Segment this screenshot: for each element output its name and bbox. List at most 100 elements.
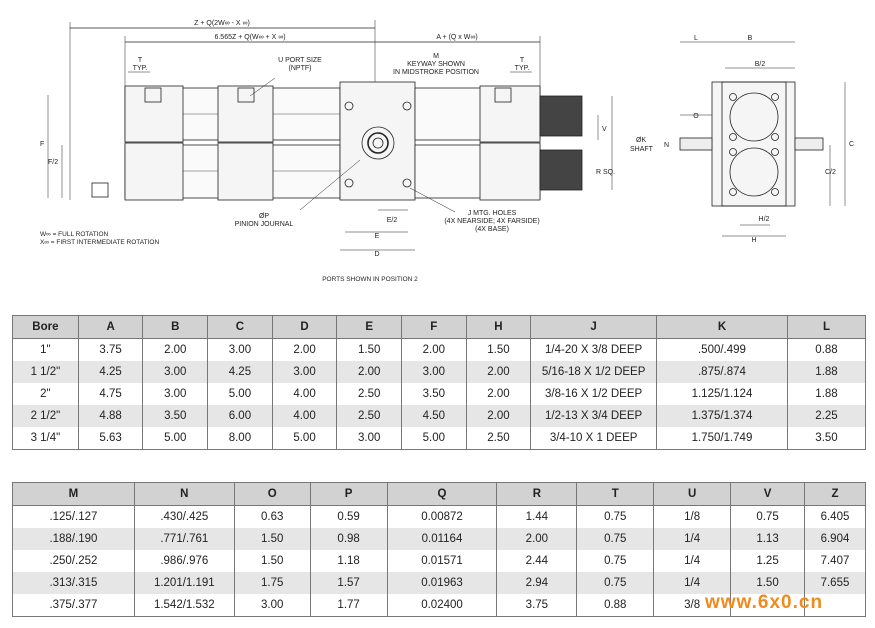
p-label: ØP [259,213,269,220]
col-header: R [496,482,578,506]
e2-label: E/2 [387,217,398,224]
table-cell: 3/8-16 X 1/2 DEEP [530,383,657,405]
table-cell: 1.50 [233,550,311,572]
table-cell: 3.00 [142,383,209,405]
table-cell: 5.63 [77,427,144,450]
table-cell: 1.88 [787,361,866,383]
table-cell: 3.50 [401,383,467,405]
table-cell: 1/4 [653,572,732,594]
f-label: F [40,141,44,148]
x-note: X∞ = FIRST INTERMEDIATE ROTATION [40,239,159,246]
table-cell: 5.00 [207,383,273,405]
table-cell: 4.88 [77,405,144,427]
col-header: T [576,482,655,506]
h2-label: H/2 [759,216,770,223]
f2-label: F/2 [48,159,58,166]
k-sub: SHAFT [630,146,654,153]
col-header: Z [803,482,867,506]
p-sub: PINION JOURNAL [235,221,294,228]
table-cell: 0.88 [787,338,866,361]
table-cell [803,594,867,617]
table-cell: 1.25 [730,550,805,572]
m-midstroke: IN MIDSTROKE POSITION [393,69,479,76]
col-header: D [271,315,338,339]
dim-top-right: A + (Q x W∞) [436,34,477,41]
table-cell: 3.75 [77,338,144,361]
table-cell: 0.63 [233,505,311,528]
col-header: B [142,315,209,339]
col-header: A [77,315,144,339]
j-sub1: (4X NEARSIDE; 4X FARSIDE) [444,218,539,225]
table-cell: 2.44 [496,550,578,572]
table-cell: 3.00 [336,427,402,450]
table-cell: 1.375/1.374 [655,405,789,427]
table-cell: 1/8 [653,505,732,528]
table-cell: 1.88 [787,383,866,405]
table-cell: 1.542/1.532 [133,594,235,617]
table-cell: 1/4 [653,528,732,550]
table-cell: 0.59 [309,505,388,528]
table-cell: .375/.377 [12,594,135,617]
table-cell: 3.50 [142,405,209,427]
table-cell: 1.201/1.191 [133,572,235,594]
table-row: .375/.377 1.542/1.532 3.00 1.77 0.02400 … [12,594,867,617]
w-note: W∞ = FULL ROTATION [40,231,109,238]
table-cell: 7.407 [803,550,867,572]
table-cell: .250/.252 [12,550,135,572]
table-cell: 5.00 [401,427,467,450]
table-cell: 5.00 [142,427,209,450]
k-label: ØK [636,137,646,144]
dimension-table-1: Bore A B C D E F H J K L 1" 3.75 2.00 3.… [12,315,866,450]
table-header-row: Bore A B C D E F H J K L [12,315,866,339]
table-cell: 2.00 [336,361,402,383]
table-cell: 2.00 [465,361,532,383]
table-cell: 2.00 [142,338,209,361]
col-header: Q [386,482,498,506]
col-header: H [465,315,532,339]
t-right-typ: TYP. [515,65,530,72]
table-cell: 2.25 [787,405,866,427]
table-cell: 1/4-20 X 3/8 DEEP [530,338,657,361]
col-header: P [309,482,388,506]
table-cell: 2.00 [271,338,338,361]
table-row: .313/.315 1.201/1.191 1.75 1.57 0.01963 … [12,572,867,594]
table-cell: 0.88 [576,594,655,617]
table-cell: .430/.425 [133,505,235,528]
table-cell: 3.00 [142,361,209,383]
t-left-typ: TYP. [133,65,148,72]
table-cell: 3.00 [233,594,311,617]
table-cell: 3.00 [401,361,467,383]
col-header: N [133,482,235,506]
t-left-label: T [138,57,143,64]
o-label: O [693,113,699,120]
table-cell: .125/.127 [12,505,135,528]
table-cell: 4.50 [401,405,467,427]
table-cell: 1.44 [496,505,578,528]
table-cell: 3 1/4" [12,427,79,450]
table-cell: 7.655 [803,572,867,594]
table-cell: 0.75 [576,550,655,572]
table-cell: 1.50 [730,572,805,594]
table-cell: 2.00 [465,405,532,427]
u-port-sub: (NPTF) [289,65,312,72]
table-row: 2" 4.75 3.00 5.00 4.00 2.50 3.50 2.00 3/… [12,383,866,405]
h-label: H [751,237,756,244]
col-header: J [530,315,657,339]
table-cell: .313/.315 [12,572,135,594]
table-row: .188/.190 .771/.761 1.50 0.98 0.01164 2.… [12,528,867,550]
table-row: 1 1/2" 4.25 3.00 4.25 3.00 2.00 3.00 2.0… [12,361,866,383]
table-cell: .771/.761 [133,528,235,550]
t-right-label: T [520,57,525,64]
r-label: R SQ. [596,169,615,176]
table-cell: 2.00 [465,383,532,405]
j-label: J MTG. HOLES [468,210,517,217]
table-cell: 1.125/1.124 [655,383,789,405]
ports-note: PORTS SHOWN IN POSITION 2 [322,276,418,283]
table-cell: 2" [12,383,79,405]
b2-label: B/2 [755,61,766,68]
table-cell: 2 1/2" [12,405,79,427]
table-cell: 0.01164 [386,528,498,550]
table-header-row: M N O P Q R T U V Z [12,482,867,506]
c2-label: C/2 [825,169,836,176]
d-label: D [374,251,379,258]
